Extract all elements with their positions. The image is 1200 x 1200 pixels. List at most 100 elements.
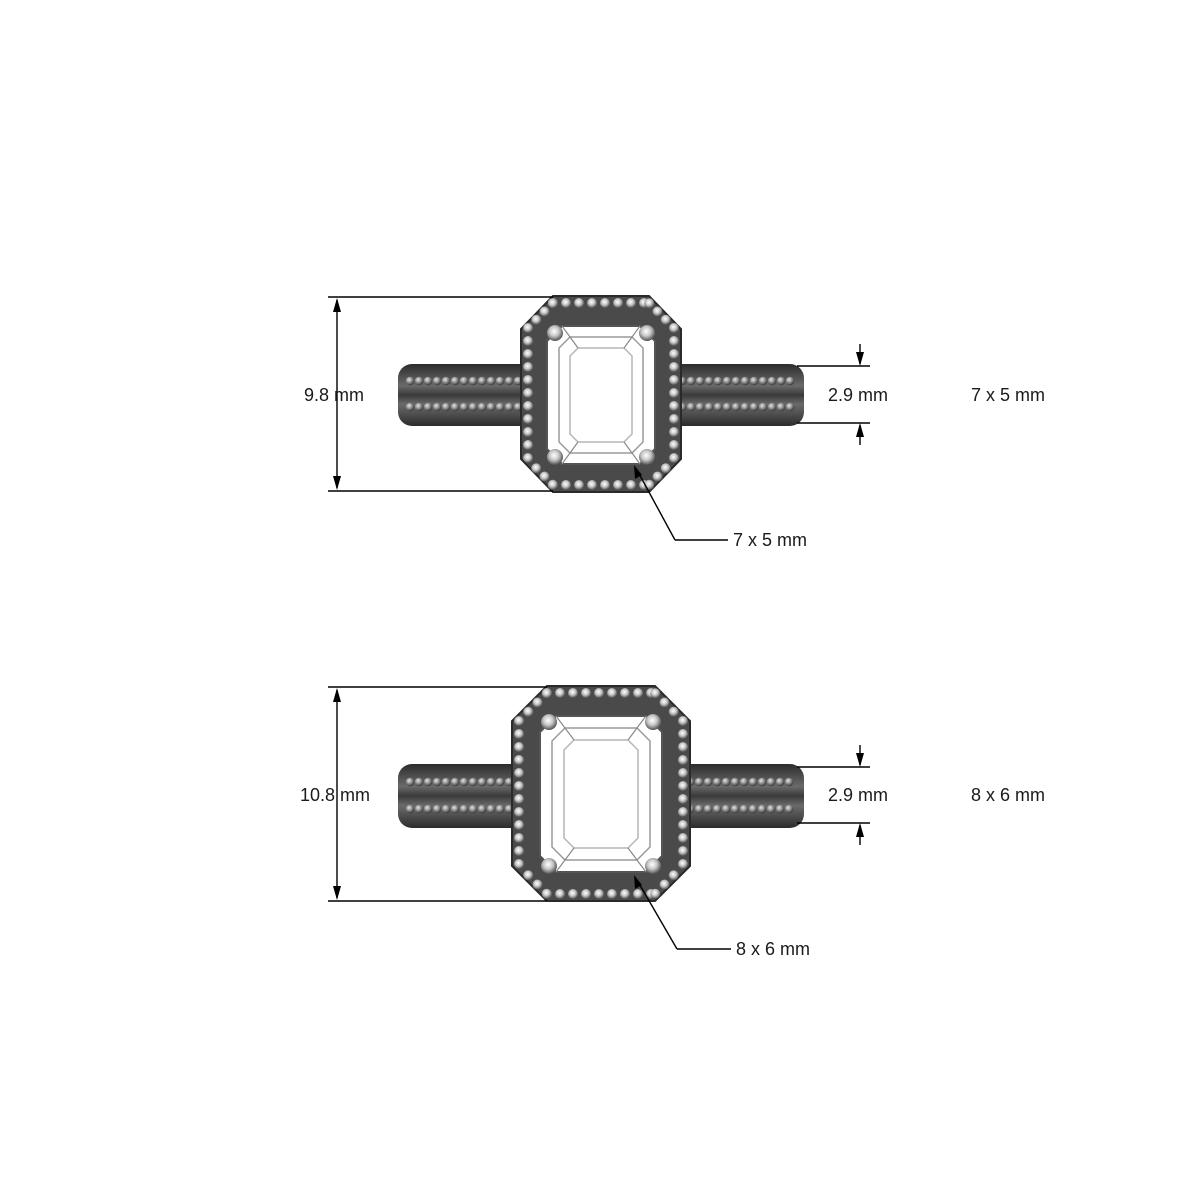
bead-icon [785,376,795,386]
band-width-label: 2.9 mm [828,785,888,805]
bead-icon [423,376,433,386]
bead-icon [678,781,688,791]
bead-icon [477,402,487,412]
stone-size-label: 7 x 5 mm [971,385,1045,405]
bead-icon [659,879,670,890]
bead-icon [514,807,524,817]
bead-icon [678,768,688,778]
bead-icon [514,742,524,752]
bead-icon [669,414,679,424]
bead-icon [587,480,597,490]
bead-icon [423,777,433,787]
bead-icon [712,777,722,787]
bead-icon [539,471,550,482]
bead-icon [594,889,604,899]
bead-icon [721,804,731,814]
bead-icon [712,804,722,814]
emerald-cut-stone [539,715,663,873]
bead-icon [523,336,533,346]
bead-icon [678,807,688,817]
bead-icon [784,804,794,814]
bead-icon [758,402,768,412]
bead-icon [414,804,424,814]
bead-icon [731,376,741,386]
bead-icon [678,859,688,869]
bead-icon [587,298,597,308]
bead-icon [678,820,688,830]
bead-icon [722,376,732,386]
bead-icon [523,706,534,717]
bead-icon [568,889,578,899]
bead-icon [594,688,604,698]
bead-icon [555,688,565,698]
bead-icon [523,349,533,359]
bead-icon [600,480,610,490]
bead-icon [495,402,505,412]
bead-icon [748,804,758,814]
bead-icon [450,402,460,412]
bead-icon [620,889,630,899]
bead-icon [740,402,750,412]
bead-icon [581,688,591,698]
bead-icon [686,402,696,412]
bead-icon [514,846,524,856]
bead-icon [775,777,785,787]
bead-icon [405,402,415,412]
bead-icon [486,777,496,787]
bead-icon [669,453,679,463]
band-width-label: 2.9 mm [828,385,888,405]
bead-icon [486,402,496,412]
bead-icon [459,376,469,386]
bead-icon [785,402,795,412]
bead-icon [459,777,469,787]
bead-icon [613,480,623,490]
bead-icon [650,688,661,699]
bead-icon [468,402,478,412]
bead-icon [678,833,688,843]
bead-icon [678,729,688,739]
bead-icon [495,376,505,386]
bead-icon [514,794,524,804]
bead-icon [669,388,679,398]
bead-icon [523,375,533,385]
bead-icon [468,376,478,386]
bead-icon [432,402,442,412]
bead-icon [776,402,786,412]
bead-icon [459,804,469,814]
bead-icon [514,820,524,830]
bead-icon [514,729,524,739]
bead-icon [555,889,565,899]
bead-icon [450,376,460,386]
bead-icon [620,688,630,698]
bead-icon [547,479,558,490]
bead-icon [405,804,415,814]
bead-icon [613,298,623,308]
bead-icon [678,846,688,856]
bead-icon [468,777,478,787]
bead-icon [749,376,759,386]
bead-icon [721,777,731,787]
bead-icon [423,804,433,814]
bead-icon [669,375,679,385]
bead-icon [495,777,505,787]
bead-icon [450,804,460,814]
bead-icon [703,777,713,787]
bead-icon [495,804,505,814]
bead-icon [686,376,696,386]
bead-icon [749,402,759,412]
bead-icon [568,688,578,698]
bead-icon [626,298,636,308]
bead-icon [561,298,571,308]
height-dimension: 9.8 mm [304,296,553,492]
bead-icon [784,777,794,787]
bead-icon [486,804,496,814]
bead-icon [523,440,533,450]
bead-icon [441,376,451,386]
bead-icon [532,879,543,890]
bead-icon [650,888,661,899]
bead-icon [432,804,442,814]
bead-icon [531,314,542,325]
bead-icon [514,859,524,869]
bead-icon [660,314,671,325]
bead-icon [678,742,688,752]
